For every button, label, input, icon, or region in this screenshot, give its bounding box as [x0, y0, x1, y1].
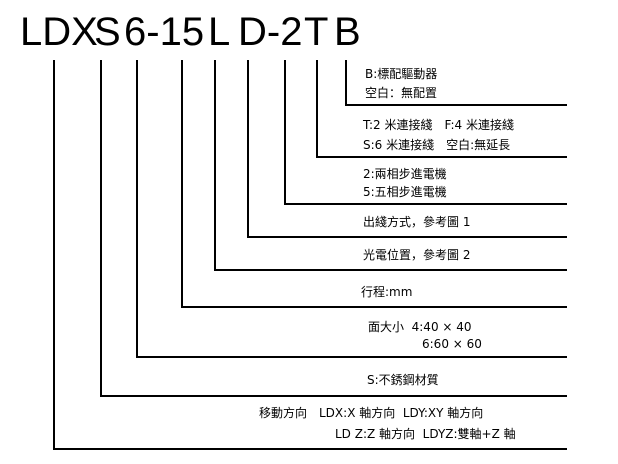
code-part-l: L	[208, 10, 231, 54]
leader-horizontal-stroke	[181, 306, 567, 308]
leader-horizontal-t	[316, 156, 567, 158]
label-direction-line2: LD Z:Z 軸方向 LDYZ:雙軸+Z 軸	[335, 427, 516, 441]
leader-vertical-d2	[284, 60, 286, 205]
code-part-d2: D-2	[238, 10, 303, 54]
leader-vertical-size	[136, 60, 138, 358]
label-outlet: 出綫方式，參考圖 1	[363, 215, 471, 229]
leader-horizontal-d2	[284, 203, 567, 205]
leader-vertical-s	[100, 60, 102, 397]
leader-horizontal-d	[247, 236, 567, 238]
label-t-line2: S:6 米連接綫 空白:無延長	[363, 138, 511, 152]
label-b-line1: B:標配驅動器	[365, 67, 438, 81]
label-direction-line1: 移動方向 LDX:X 軸方向 LDY:XY 軸方向	[259, 406, 484, 420]
label-size-line1: 面大小 4:40 × 40	[368, 320, 472, 334]
leader-vertical-b	[345, 60, 347, 106]
leader-horizontal-s	[100, 395, 567, 397]
label-size-line2: 6:60 × 60	[422, 337, 482, 351]
label-stroke: 行程:mm	[361, 285, 413, 299]
leader-horizontal-size	[136, 356, 567, 358]
leader-horizontal-b	[345, 104, 567, 106]
leader-vertical-d	[247, 60, 249, 238]
label-motor-line2: 5:五相步進電機	[363, 185, 447, 199]
label-b-line2: 空白：無配置	[365, 86, 438, 100]
leader-vertical-t	[316, 60, 318, 158]
code-part-size-stroke: 6-15	[124, 10, 205, 54]
code-part-ldx: LDX	[20, 10, 98, 54]
label-photoelectric: 光電位置，參考圖 2	[363, 248, 471, 262]
leader-horizontal-ldx	[53, 448, 567, 450]
label-material: S:不銹鋼材質	[367, 373, 439, 387]
leader-vertical-ldx	[53, 60, 55, 450]
leader-horizontal-l	[214, 269, 567, 271]
label-motor-line1: 2:兩相步進電機	[363, 167, 447, 181]
leader-vertical-stroke	[181, 60, 183, 308]
code-part-t: T	[304, 10, 329, 54]
code-part-s: S	[94, 10, 121, 54]
leader-vertical-l	[214, 60, 216, 271]
label-t-line1: T:2 米連接綫 F:4 米連接綫	[363, 118, 514, 132]
code-part-b: B	[334, 10, 361, 54]
